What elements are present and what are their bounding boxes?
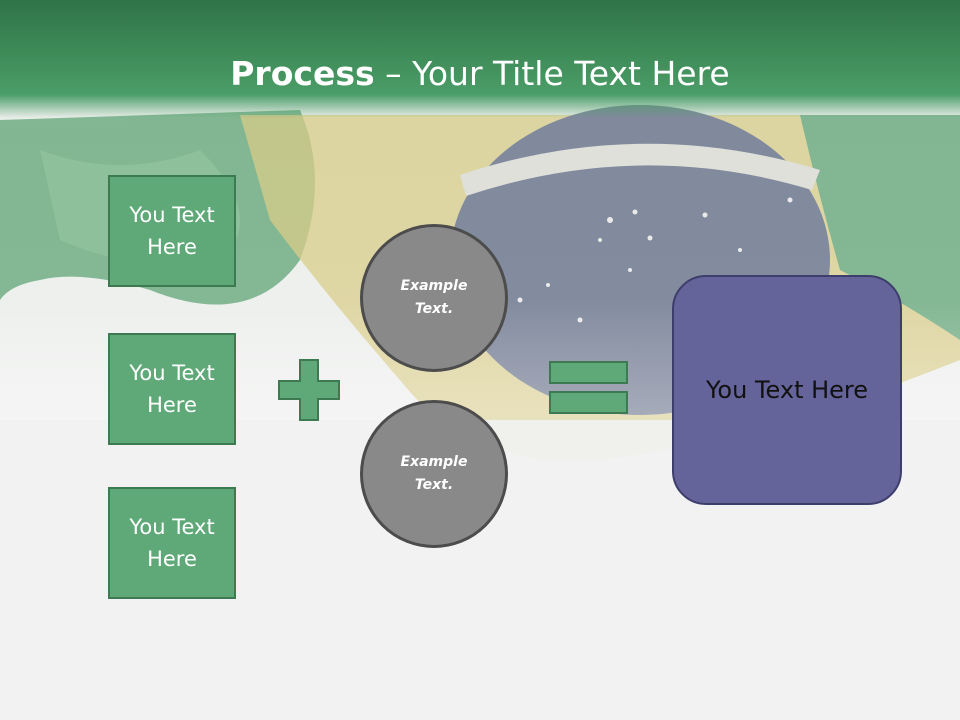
text-box-2[interactable]: You Text Here — [108, 333, 236, 445]
text-box-label: You Text Here — [129, 361, 215, 417]
title-rest: – Your Title Text Here — [374, 54, 730, 93]
circle-label: Example Text. — [400, 454, 468, 493]
text-box-label: You Text Here — [129, 515, 215, 571]
equals-icon — [549, 361, 628, 414]
header-band — [0, 0, 960, 118]
slide-title: Process – Your Title Text Here — [0, 52, 960, 96]
result-label: You Text Here — [705, 376, 869, 404]
result-box[interactable]: You Text Here — [672, 275, 902, 505]
example-circle-1[interactable]: Example Text. — [360, 224, 508, 372]
title-bold: Process — [230, 54, 375, 93]
text-box-label: You Text Here — [129, 203, 215, 259]
example-circle-2[interactable]: Example Text. — [360, 400, 508, 548]
plus-icon — [278, 359, 340, 421]
text-box-1[interactable]: You Text Here — [108, 175, 236, 287]
text-box-3[interactable]: You Text Here — [108, 487, 236, 599]
circle-label: Example Text. — [400, 278, 468, 317]
